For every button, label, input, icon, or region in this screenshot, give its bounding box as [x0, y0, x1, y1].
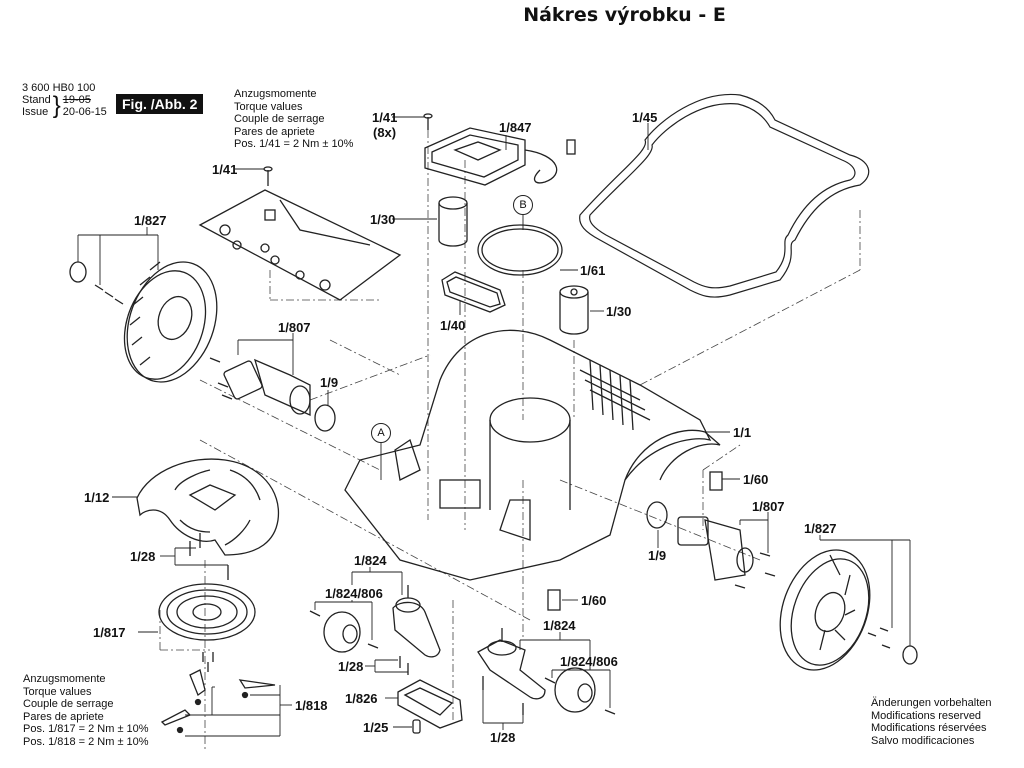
clip-1-60-upper [709, 471, 723, 491]
motor-1-807-right [677, 516, 776, 589]
o-ring-1-9-left [314, 404, 336, 432]
label-1-28-mid: 1/28 [338, 659, 364, 674]
label-1-807-right: 1/807 [752, 499, 785, 514]
label-1-45: 1/45 [632, 110, 658, 125]
label-1-12: 1/12 [84, 490, 110, 505]
document-header: 3 600 HB0 100 Stand Issue } 19-05 20-06-… [22, 82, 107, 118]
mods-line: Modifications réservées [871, 722, 987, 734]
label-1-807-left: 1/807 [278, 320, 311, 335]
pcb-board [198, 189, 402, 301]
torque-line: Anzugsmomente [234, 88, 317, 100]
issue-label: Issue [22, 106, 49, 118]
stand-issue-block: Stand Issue } 19-05 20-06-15 [22, 92, 107, 119]
label-1-30-lower: 1/30 [606, 304, 632, 319]
screw-1-41-left [263, 166, 273, 186]
housing-1-1 [344, 329, 721, 581]
pin-1-25 [412, 719, 421, 734]
label-1-41-top: 1/41 [372, 110, 398, 125]
cover-frame-1-45 [579, 93, 870, 298]
mods-line: Salvo modificaciones [871, 734, 975, 747]
torque-line: Anzugsmomente [23, 673, 106, 685]
torque-line: Couple de serrage [234, 113, 325, 125]
reference-marker-b: B [513, 195, 533, 215]
label-1-28-left: 1/28 [130, 549, 156, 564]
cylinder-1-30-upper [438, 196, 468, 247]
blades-1-818 [160, 669, 276, 734]
label-1-1: 1/1 [733, 425, 752, 440]
reference-marker-a: A [371, 423, 391, 443]
seal-ring-1-61 [477, 224, 563, 276]
modifications-note: Änderungen vorbehalten Modifications res… [871, 697, 991, 747]
cylinder-1-30-lower [559, 285, 589, 335]
castor-1-824-right [477, 628, 616, 715]
label-1-41-left: 1/41 [212, 162, 238, 177]
part-number: 3 600 HB0 100 [22, 82, 96, 94]
torque-note-top: Anzugsmomente Torque values Couple de se… [234, 88, 353, 151]
torque-line: Pos. 1/41 = 2 Nm ± 10% [234, 138, 354, 150]
label-1-824-806-left: 1/824/806 [325, 586, 383, 601]
blade-disc-1-817 [158, 583, 256, 672]
figure-badge: Fig. /Abb. 2 [116, 94, 204, 114]
screws-1-28-right [482, 676, 524, 715]
label-1-818: 1/818 [295, 698, 328, 713]
label-1-826: 1/826 [345, 691, 378, 706]
torque-note-bottom: Anzugsmomente Torque values Couple de se… [23, 673, 149, 748]
label-1-40: 1/40 [440, 318, 466, 333]
label-1-9-right: 1/9 [648, 548, 667, 563]
blade-guard-1-12 [136, 458, 280, 556]
screws-1-28-left [189, 533, 229, 580]
torque-line: Pos. 1/818 = 2 Nm ± 10% [23, 735, 149, 748]
castor-1-824-left [309, 585, 441, 658]
torque-line: Pos. 1/817 = 2 Nm ± 10% [23, 723, 149, 735]
label-1-61: 1/61 [580, 263, 606, 278]
torque-line: Torque values [234, 100, 303, 113]
label-1-824-right: 1/824 [543, 618, 576, 633]
torque-line: Torque values [23, 685, 92, 698]
label-1-824-left: 1/824 [354, 553, 387, 568]
label-1-824-806-right: 1/824/806 [560, 654, 618, 669]
screws-1-28-mid [399, 656, 409, 675]
label-1-25: 1/25 [363, 720, 389, 735]
label-1-60-lower: 1/60 [581, 593, 607, 608]
issue-date: 20-06-15 [62, 106, 107, 118]
mods-line: Änderungen vorbehalten [871, 697, 992, 709]
gasket-1-40 [441, 271, 506, 313]
motor-1-807-left [209, 357, 311, 417]
brace-icon: } [52, 92, 61, 119]
screw-1-41-top [423, 113, 433, 130]
stand-label: Stand [22, 94, 51, 106]
bracket-1-826 [397, 679, 463, 729]
label-1-817: 1/817 [93, 625, 126, 640]
torque-line: Pares de apriete [234, 125, 315, 138]
wheel-1-827-right [779, 549, 918, 671]
clip-1-60-lower [547, 589, 561, 611]
control-box-1-847 [424, 127, 576, 186]
label-1-9-left: 1/9 [320, 375, 339, 390]
stand-date: 19-05 [62, 94, 91, 106]
label-1-60-upper: 1/60 [743, 472, 769, 487]
label-1-28-right: 1/28 [490, 730, 516, 745]
mods-line: Modifications reserved [871, 709, 982, 722]
assembly-axes [159, 130, 861, 750]
torque-line: Couple de serrage [23, 698, 114, 710]
torque-line: Pares de apriete [23, 710, 104, 723]
page-title: Nákres výrobku - E [523, 4, 726, 26]
o-ring-1-9-right [646, 501, 668, 529]
label-1-41-qty: (8x) [373, 125, 397, 140]
label-1-827-left: 1/827 [134, 213, 167, 228]
leader-lines [77, 116, 911, 737]
label-1-30-upper: 1/30 [370, 212, 396, 227]
wheel-1-827-left [69, 261, 218, 383]
label-1-827-right: 1/827 [804, 521, 837, 536]
label-1-847: 1/847 [499, 120, 532, 135]
